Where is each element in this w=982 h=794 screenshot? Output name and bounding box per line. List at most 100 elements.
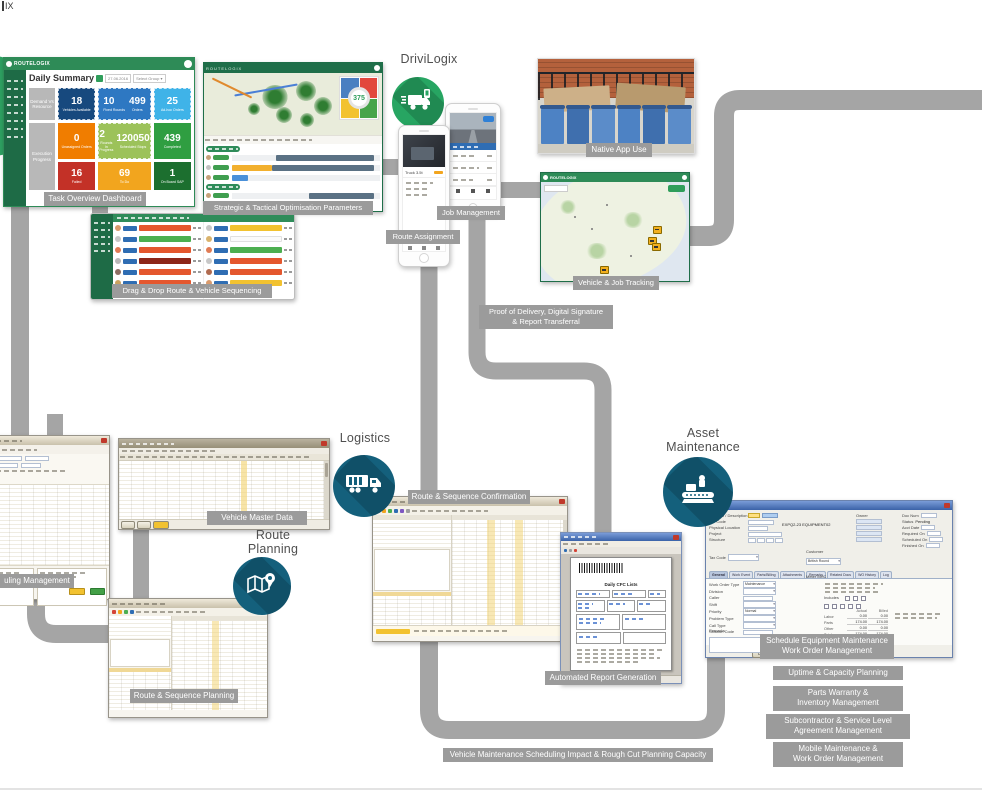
taxcode-dropdown[interactable] xyxy=(727,554,759,561)
footer-button[interactable] xyxy=(153,520,169,529)
kpi-tile-progress[interactable]: 2 Rounds In Progress 120050 Scheduled St… xyxy=(98,123,151,159)
route-bar[interactable] xyxy=(139,258,191,264)
checkbox[interactable] xyxy=(844,595,850,601)
asset-id-field2[interactable] xyxy=(762,513,778,518)
tab-related-docs[interactable]: Related Docs xyxy=(827,571,855,578)
tab-icon[interactable] xyxy=(455,189,460,193)
close-icon[interactable] xyxy=(673,534,679,540)
tab-log[interactable]: Log xyxy=(879,571,892,578)
apply-button[interactable] xyxy=(69,588,85,595)
job-header-bar[interactable] xyxy=(450,143,496,150)
tab-attachments[interactable]: Attachments xyxy=(779,571,806,578)
routes-table[interactable] xyxy=(109,616,171,638)
checkbox[interactable] xyxy=(824,604,829,609)
checkbox[interactable] xyxy=(832,604,837,609)
stops-table[interactable] xyxy=(373,596,451,625)
tab-general[interactable]: General xyxy=(709,571,729,578)
kpi-tile-unassigned[interactable]: 0 Unassigned Orders xyxy=(58,123,96,159)
checkbox[interactable] xyxy=(840,604,845,609)
gantt-bar[interactable] xyxy=(232,174,249,181)
route-bar[interactable] xyxy=(230,225,282,231)
kpi-tile-onboard[interactable]: 1 On Board SAP xyxy=(153,162,191,190)
kpi-tile-failed[interactable]: 16 Failed xyxy=(58,162,96,190)
tab-icon[interactable] xyxy=(470,189,475,193)
avatar[interactable] xyxy=(682,175,687,180)
project-field[interactable] xyxy=(748,532,782,537)
shift-dropdown[interactable] xyxy=(743,601,776,608)
sequence-row[interactable] xyxy=(206,267,292,277)
division-dropdown[interactable] xyxy=(743,588,776,595)
route-bar[interactable] xyxy=(139,247,191,253)
route-row[interactable]: Truck 3.5t xyxy=(403,167,445,178)
tab-work-event[interactable]: Work Event xyxy=(729,571,754,578)
home-button[interactable] xyxy=(419,253,429,263)
dashboard-sidebar[interactable] xyxy=(4,70,26,206)
calltype-dropdown[interactable] xyxy=(743,622,776,629)
tab-bar[interactable] xyxy=(403,243,445,251)
sequence-row[interactable] xyxy=(115,267,201,277)
vehicle-marker[interactable] xyxy=(652,243,661,252)
vehicle-marker[interactable] xyxy=(600,266,610,275)
close-icon[interactable] xyxy=(101,438,107,443)
route-bar[interactable] xyxy=(139,280,191,286)
close-icon[interactable] xyxy=(321,441,327,446)
gantt-bar[interactable] xyxy=(308,192,375,199)
wotype-dropdown[interactable]: Maintenance xyxy=(743,581,776,588)
tab-icon[interactable] xyxy=(422,245,426,250)
close-icon[interactable] xyxy=(944,503,950,508)
map-action-button[interactable] xyxy=(668,185,685,192)
sequence-row[interactable] xyxy=(206,223,292,233)
scheduling-toolbar[interactable] xyxy=(0,445,109,454)
sequence-row[interactable] xyxy=(206,234,292,244)
job-row[interactable] xyxy=(450,150,496,162)
sequence-row[interactable] xyxy=(115,223,201,233)
route-bar[interactable] xyxy=(230,258,282,264)
sequence-table[interactable] xyxy=(452,520,563,625)
optimisation-map[interactable]: 375 xyxy=(204,73,382,135)
gantt-bar[interactable] xyxy=(232,164,272,171)
route-bar[interactable] xyxy=(230,236,282,242)
map-search-box[interactable] xyxy=(544,185,568,192)
kpi-tile-completed[interactable]: 439 Completed xyxy=(153,123,191,159)
job-row[interactable] xyxy=(450,162,496,174)
report-menubar[interactable] xyxy=(561,541,681,547)
date-field[interactable]: 27.06.2016 xyxy=(105,73,132,83)
routes-table[interactable] xyxy=(373,520,451,548)
route-bar[interactable] xyxy=(230,280,282,286)
sequence-row[interactable] xyxy=(115,278,201,288)
calendar-icon[interactable] xyxy=(96,74,104,82)
sequencing-sidebar[interactable] xyxy=(91,214,113,299)
tab-icon[interactable] xyxy=(486,189,491,193)
sequence-row[interactable] xyxy=(115,256,201,266)
planning-toolbar[interactable] xyxy=(109,608,267,616)
priority-dropdown[interactable]: Normal xyxy=(743,608,776,615)
avatar[interactable] xyxy=(184,60,192,68)
kpi-tile-adhoc[interactable]: 25 Ad-hoc Orders xyxy=(153,88,191,120)
kpi-tile-rounds-orders[interactable]: 10 Fixed Rounds 499 Orders xyxy=(98,88,151,120)
report-toolbar[interactable] xyxy=(561,547,681,554)
vmd-toolbar[interactable] xyxy=(119,448,329,454)
gantt-row[interactable] xyxy=(206,173,380,182)
sequence-row[interactable] xyxy=(206,256,292,266)
gantt-row[interactable] xyxy=(206,191,380,200)
route-bar[interactable] xyxy=(139,225,191,231)
confirmation-toolbar[interactable] xyxy=(373,506,567,515)
sequence-row[interactable] xyxy=(115,234,201,244)
scheduling-filters[interactable] xyxy=(0,454,109,485)
checkbox[interactable] xyxy=(856,604,861,609)
asset-id-field[interactable] xyxy=(748,513,760,518)
vehicle-marker[interactable] xyxy=(653,225,663,234)
tab-bar[interactable] xyxy=(450,186,496,195)
gantt-group-header[interactable] xyxy=(206,184,240,190)
sequence-row[interactable] xyxy=(206,278,292,288)
route-bar[interactable] xyxy=(139,269,191,275)
tab-wo-history[interactable]: WO History xyxy=(855,571,879,578)
tab-icon[interactable] xyxy=(408,245,412,250)
confirm-button[interactable] xyxy=(90,588,105,595)
gantt-row[interactable] xyxy=(206,163,380,172)
uk-map[interactable] xyxy=(541,182,689,281)
route-list[interactable] xyxy=(403,178,445,200)
route-bar[interactable] xyxy=(230,247,282,253)
checkbox[interactable] xyxy=(860,595,866,601)
vmd-table[interactable] xyxy=(119,461,329,519)
